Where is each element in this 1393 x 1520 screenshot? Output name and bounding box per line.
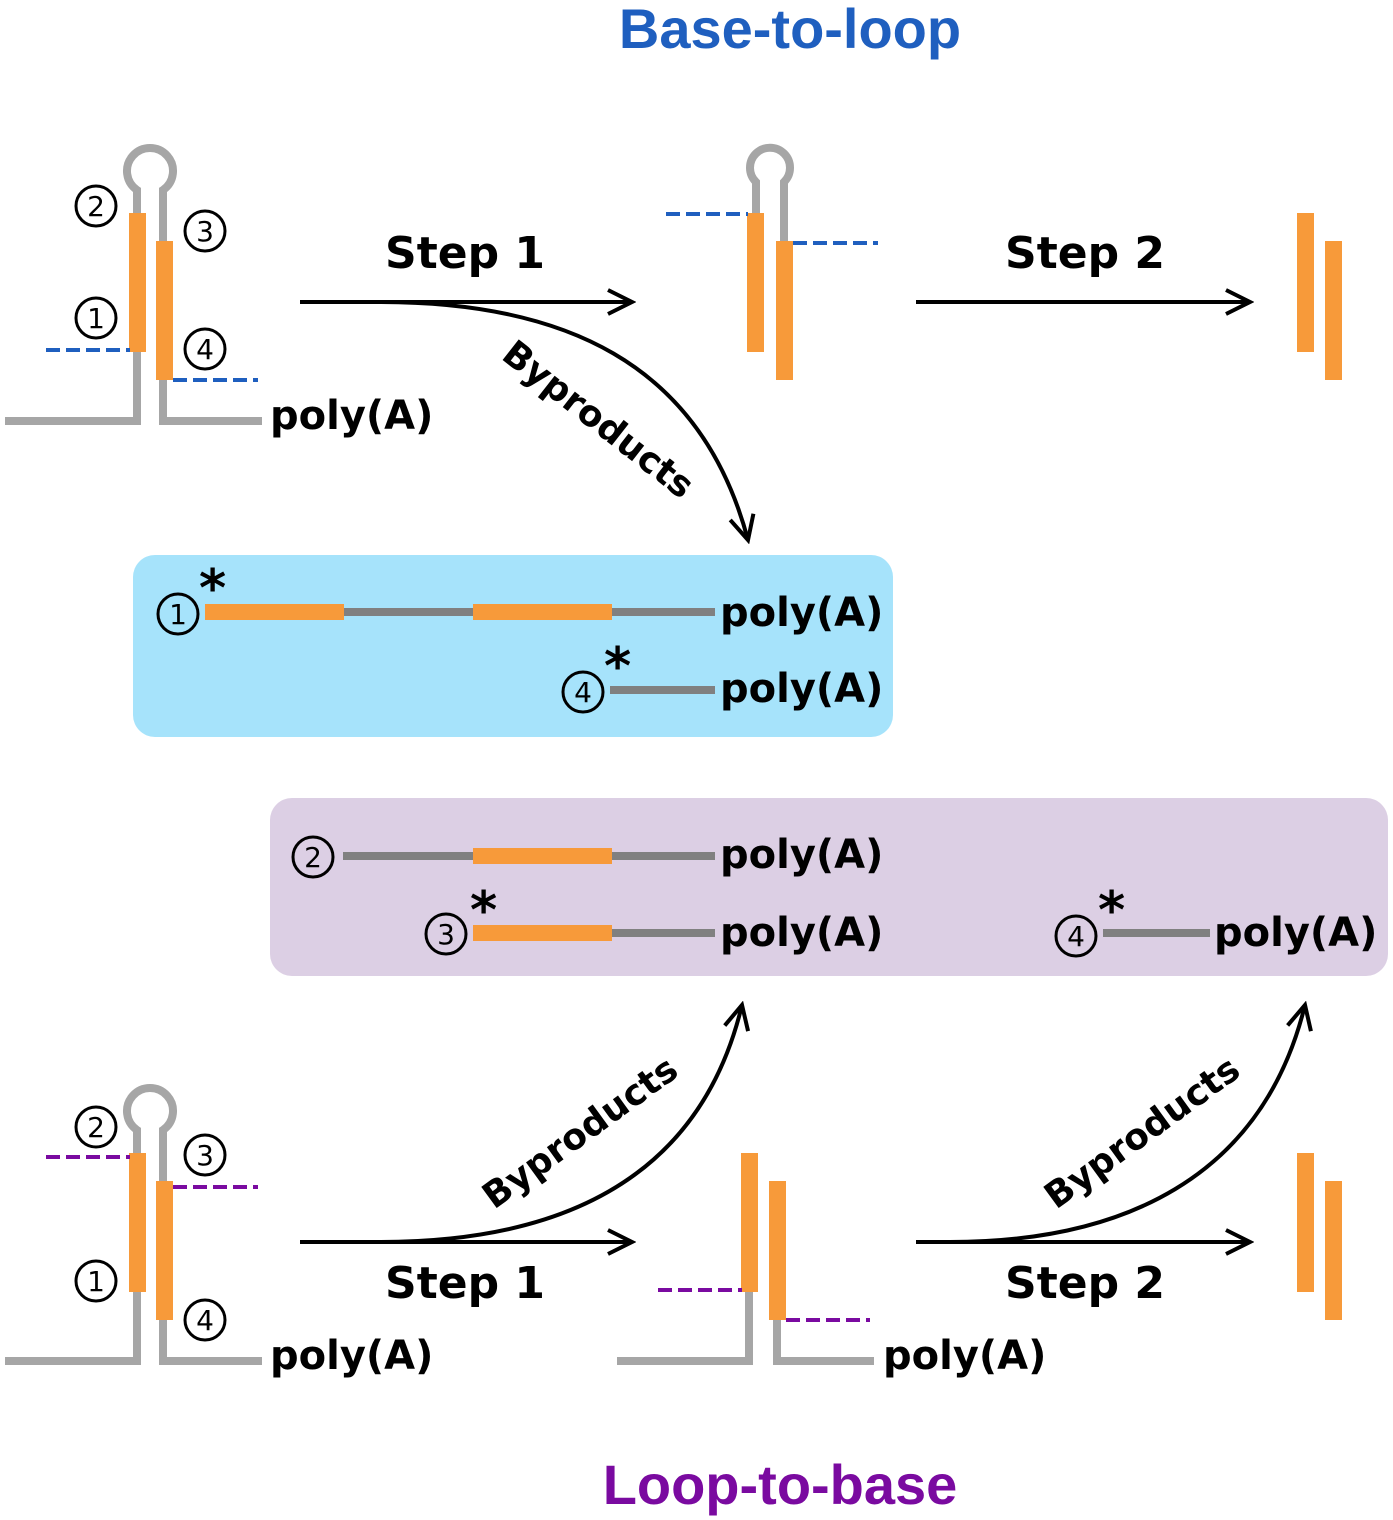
site-2-marker: 2 xyxy=(74,184,118,228)
site-4-marker: 4 xyxy=(1054,914,1098,958)
bottom-intermediate: poly(A) xyxy=(617,1153,1046,1379)
step2-label-bottom: Step 2 xyxy=(1005,1258,1165,1309)
site-3-marker: 3 xyxy=(183,209,227,253)
svg-text:4: 4 xyxy=(574,676,592,709)
poly-a-label: poly(A) xyxy=(720,832,883,878)
site-2-marker: 2 xyxy=(291,835,335,879)
poly-a-label: poly(A) xyxy=(270,1333,433,1379)
orange-segment xyxy=(205,604,344,620)
stem-segment-right xyxy=(769,1181,786,1320)
svg-text:1: 1 xyxy=(87,1265,105,1298)
byproducts-label-top: Byproducts xyxy=(494,333,701,507)
orange-segment xyxy=(473,848,612,864)
top-hairpin: 2 3 1 4 poly(A) xyxy=(5,144,433,439)
svg-text:4: 4 xyxy=(196,1304,214,1337)
stem-segment-right xyxy=(156,241,173,380)
site-4-marker: 4 xyxy=(561,670,605,714)
poly-a-label: poly(A) xyxy=(720,910,883,956)
stem-segment-left xyxy=(129,1153,146,1292)
stem-segment-left xyxy=(741,1153,758,1292)
byproducts-box-blue: 1 * poly(A) 4 * poly(A) xyxy=(133,555,893,737)
poly-a-label: poly(A) xyxy=(720,590,883,636)
stem-segment-left xyxy=(129,213,146,352)
duplex-strand xyxy=(1297,1153,1314,1292)
stem-segment-left xyxy=(747,213,764,352)
site-3-marker: 3 xyxy=(424,912,468,956)
svg-text:2: 2 xyxy=(87,190,105,223)
title-loop-to-base: Loop-to-base xyxy=(603,1453,958,1516)
site-4-marker: 4 xyxy=(183,327,227,371)
star-mark: * xyxy=(1098,881,1125,941)
byproducts-arrow-bottom-right xyxy=(949,1005,1305,1244)
svg-text:4: 4 xyxy=(196,333,214,366)
step1-label-top: Step 1 xyxy=(385,228,545,279)
svg-text:3: 3 xyxy=(196,215,214,248)
bottom-hairpin: 2 3 1 4 poly(A) xyxy=(5,1084,433,1379)
svg-text:2: 2 xyxy=(304,841,322,874)
byproducts-label-bottom-left: Byproducts xyxy=(475,1049,686,1218)
svg-text:1: 1 xyxy=(169,598,187,631)
orange-segment xyxy=(473,925,612,941)
svg-text:3: 3 xyxy=(196,1139,214,1172)
byproducts-label-bottom-right: Byproducts xyxy=(1037,1049,1248,1218)
star-mark: * xyxy=(199,559,226,619)
site-4-marker: 4 xyxy=(183,1298,227,1342)
star-mark: * xyxy=(604,637,631,697)
site-1-marker: 1 xyxy=(74,296,118,340)
svg-text:1: 1 xyxy=(87,302,105,335)
stem-segment-right xyxy=(776,241,793,380)
byproducts-arrow-top xyxy=(379,300,748,540)
site-2-marker: 2 xyxy=(74,1105,118,1149)
step2-label-top: Step 2 xyxy=(1005,228,1165,279)
top-product xyxy=(1297,213,1342,380)
title-base-to-loop: Base-to-loop xyxy=(619,0,961,60)
star-mark: * xyxy=(470,881,497,941)
poly-a-label: poly(A) xyxy=(1214,910,1377,956)
byproducts-arrow-bottom-left xyxy=(379,1005,742,1244)
bottom-product xyxy=(1297,1153,1342,1320)
step1-label-bottom: Step 1 xyxy=(385,1258,545,1309)
duplex-strand xyxy=(1297,213,1314,352)
poly-a-label: poly(A) xyxy=(883,1333,1046,1379)
site-3-marker: 3 xyxy=(183,1133,227,1177)
poly-a-label: poly(A) xyxy=(270,393,433,439)
svg-text:3: 3 xyxy=(437,918,455,951)
byproducts-box-purple: 2 poly(A) 3 * poly(A) 4 * poly(A) xyxy=(270,798,1388,976)
top-intermediate xyxy=(666,143,878,380)
site-1-marker: 1 xyxy=(156,592,200,636)
duplex-strand xyxy=(1325,241,1342,380)
svg-text:4: 4 xyxy=(1067,920,1085,953)
svg-text:2: 2 xyxy=(87,1111,105,1144)
duplex-strand xyxy=(1325,1181,1342,1320)
orange-segment xyxy=(473,604,612,620)
site-1-marker: 1 xyxy=(74,1259,118,1303)
stem-segment-right xyxy=(156,1181,173,1320)
poly-a-label: poly(A) xyxy=(720,666,883,712)
